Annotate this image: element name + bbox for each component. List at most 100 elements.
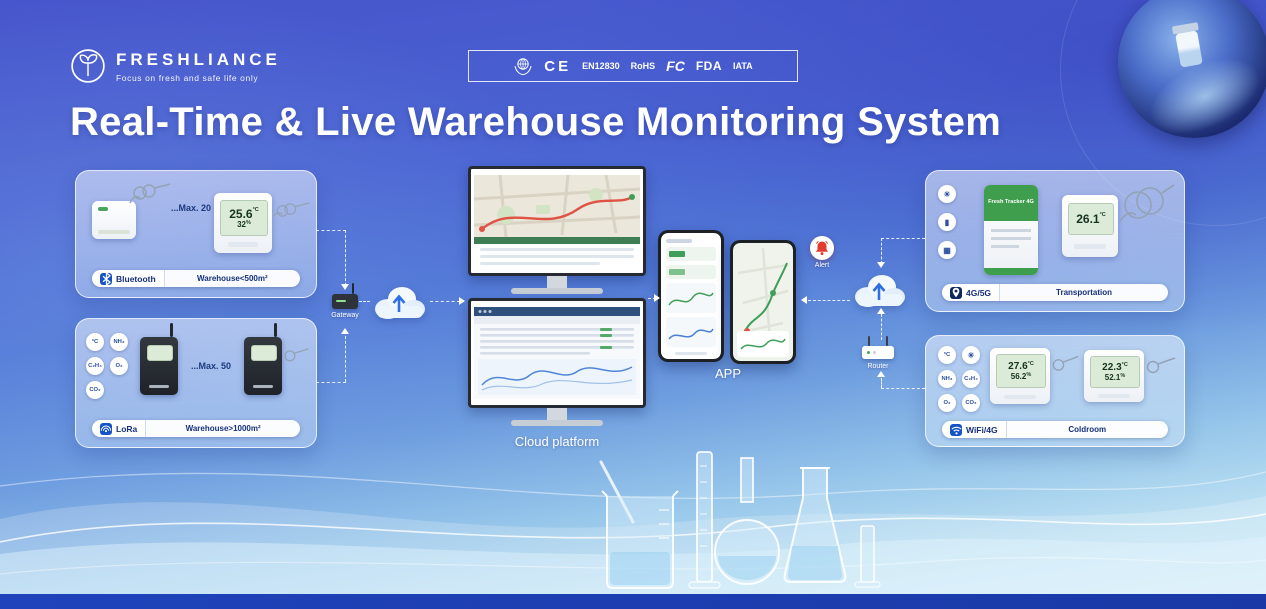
connector-cellular-to-cloud [881,238,925,239]
hand-with-vial-photo [1118,0,1266,138]
lora-area-label: Warehouse>1000m² [145,420,300,437]
bluetooth-logger-device [92,201,136,239]
tree-logo-icon [71,49,105,83]
cellular-badge-bar: 4G/5G Transportation [942,284,1168,301]
lcd-temp-unit: °C [1121,361,1128,368]
cellular-area-label: Transportation [999,284,1168,301]
connector-router-to-cloud [881,314,882,340]
arrowhead [341,284,349,290]
lora-badge-bar: LoRa Warehouse>1000m² [92,420,300,437]
cloud-platform-monitor-dashboard [468,298,646,426]
wifi-card: °C ☀ NH₃ C₂H₄ O₂ CO₂ 27.6°C 56.2% 22.3°C… [925,335,1185,447]
monitor-stand [547,408,567,420]
arrowhead [801,296,807,304]
bluetooth-icon [100,272,112,285]
lcd-hum-unit: % [1120,372,1126,379]
router-label: Router [867,363,889,370]
arrowhead [341,328,349,334]
device-buttons [1098,394,1130,398]
who-emblem-icon [514,58,532,76]
bottom-accent-bar [0,594,1266,609]
tracker-footer [984,268,1038,275]
lcd-display: 27.6°C 56.2% [996,354,1046,388]
max-sensors-label: ...Max. 50 [190,361,232,371]
arrowhead [654,294,660,302]
lcd-hum-unit: % [1026,371,1032,378]
page-title: Real-Time & Live Warehouse Monitoring Sy… [70,100,1002,144]
wifi-display-device: 22.3°C 52.1% [1084,350,1144,402]
tracker-device: Fresh Tracker 4G [984,185,1038,275]
lcd-hum-value: 32 [237,219,246,229]
light-sensor-icon: ☀ [938,185,956,203]
probe-cable [1146,357,1176,374]
bluetooth-badge-label: Bluetooth [116,273,156,284]
cellular-card: ☀ ▮ ▦ Fresh Tracker 4G 26.1°C [925,170,1185,312]
connector-cellular-to-cloud [881,238,882,264]
device-label-strip [149,385,169,388]
probe-cable [1052,355,1079,371]
cellular-display-device: 26.1°C [1062,195,1118,257]
lora-logger-device [140,323,178,395]
o2-sensor-icon: O₂ [938,394,956,412]
probe-cable [284,348,309,362]
lcd-temp-unit: °C [1099,212,1106,218]
monitor-base [511,288,603,294]
gateway-label: Gateway [331,312,359,319]
connector-lora-to-gateway [316,382,346,383]
cellular-badge: 4G/5G [942,284,1000,301]
c2h4-sensor-icon: C₂H₄ [962,370,980,388]
antenna [274,323,277,337]
lora-icon [100,422,112,435]
cloud-platform-monitor-map [468,166,646,294]
lcd-temp-value: 22.3 [1102,361,1122,373]
wifi-display-device: 27.6°C 56.2% [990,348,1050,404]
app-phone-dashboard [658,230,724,362]
monitor-frame [468,166,646,276]
monitor-frame [468,298,646,408]
tracker-line [991,237,1031,240]
alert-label: Alert [814,262,830,269]
fcc-mark: FC [666,58,685,74]
rohs-mark: RoHS [630,61,656,71]
lcd-display [251,345,277,361]
connector-cloud-to-phones [808,300,850,301]
antenna [868,336,870,346]
connector-gateway-to-cloud [359,301,370,302]
bluetooth-card: ...Max. 20 25.6°C 32% Bluetooth Warehous… [75,170,317,298]
arrowhead [877,308,885,314]
arrowhead [877,371,885,377]
lora-card: °C NH₃ C₂H₄ O₂ CO₂ ...Max. 50 [75,318,317,448]
alert-bell-icon [815,240,829,256]
brand-logo: FRESHLIANCE Focus on fresh and safe life… [70,48,281,84]
sim-chip-icon: ▦ [938,241,956,259]
cloud-upload-icon [375,287,425,319]
tracker-name: Fresh Tracker 4G [988,199,1034,206]
probe-cable [129,183,171,204]
lora-badge: LoRa [92,420,146,437]
device-buttons [228,242,258,247]
temp-sensor-icon: °C [86,333,104,351]
monitor-stand [547,276,567,288]
lcd-hum-unit: % [246,219,251,226]
wifi-badge-label: WiFi/4G [966,424,998,435]
app-label: APP [714,366,741,381]
alert-indicator [810,236,834,260]
app-phone-map [730,240,796,364]
bluetooth-badge: Bluetooth [92,270,164,287]
lcd-temp-unit: °C [1027,360,1034,367]
cloud-platform-label: Cloud platform [514,434,600,449]
gateway-device [332,283,358,309]
connector-wifi-to-router [881,388,925,389]
vaccine-vial [1175,30,1203,68]
tracker-line [991,229,1031,232]
app-map-screen [733,243,793,361]
wifi-badge: WiFi/4G [942,421,1006,438]
lcd-temp-unit: °C [252,206,259,213]
device-label-strip [98,230,130,234]
certification-bar: CE EN12830 RoHS FC FDA IATA [468,50,798,82]
probe-cable [1119,184,1175,222]
bluetooth-area-label: Warehouse<500m² [163,270,300,287]
router-led [873,351,876,354]
light-sensor-icon: ☀ [962,346,980,364]
